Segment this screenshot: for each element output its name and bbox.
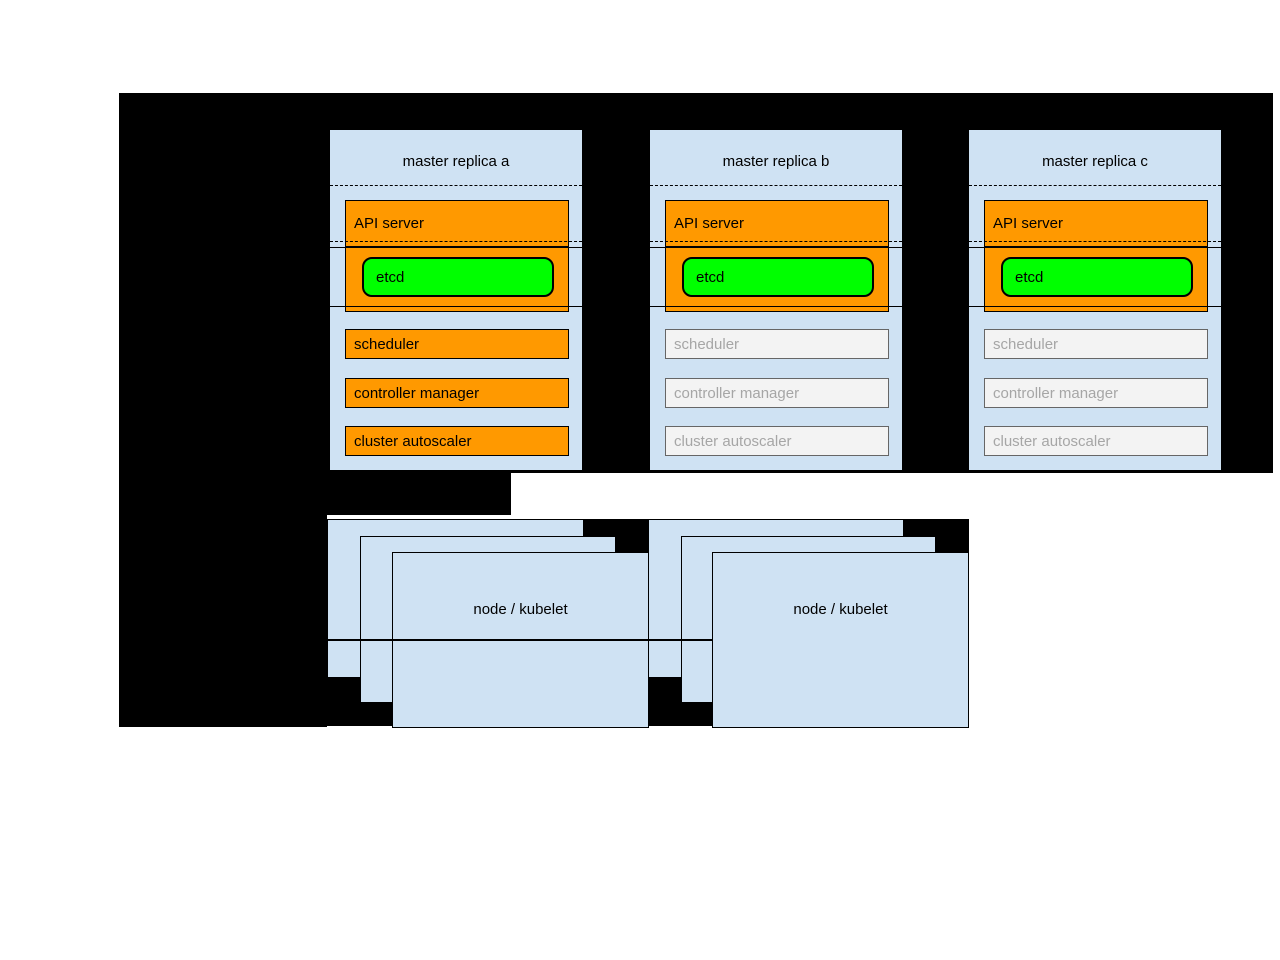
cluster-autoscaler-box: cluster autoscaler — [345, 426, 569, 456]
api-server-box: API server — [665, 200, 889, 247]
controller-manager-box: controller manager — [984, 378, 1208, 408]
replica-title: master replica b — [722, 152, 830, 170]
master-replica-c-box: master replica c API server etcd schedul… — [968, 129, 1222, 471]
replica-title: master replica c — [1042, 152, 1148, 170]
node-label: node / kubelet — [793, 600, 888, 618]
cluster-autoscaler-box: cluster autoscaler — [984, 426, 1208, 456]
dashed-divider — [969, 185, 1221, 186]
solid-divider — [969, 247, 1221, 248]
etcd-container-box: etcd — [665, 246, 889, 312]
etcd-container-box: etcd — [984, 246, 1208, 312]
etcd-box: etcd — [362, 257, 554, 297]
etcd-box: etcd — [1001, 257, 1193, 297]
node-label: node / kubelet — [473, 600, 568, 618]
master-replica-a-box: master replica a API server etcd schedul… — [329, 129, 583, 471]
etcd-box: etcd — [682, 257, 874, 297]
master-replica-b-box: master replica b API server etcd schedul… — [649, 129, 903, 471]
solid-divider — [650, 247, 902, 248]
node-section-divider-line — [327, 639, 712, 641]
controller-manager-box: controller manager — [345, 378, 569, 408]
cluster-autoscaler-box: cluster autoscaler — [665, 426, 889, 456]
api-server-box: API server — [345, 200, 569, 247]
solid-divider — [969, 306, 1221, 307]
black-background-left-column — [119, 473, 327, 727]
dashed-divider — [650, 185, 902, 186]
scheduler-box: scheduler — [984, 329, 1208, 359]
solid-divider — [330, 306, 582, 307]
solid-divider — [330, 247, 582, 248]
dashed-divider — [969, 241, 1221, 242]
solid-divider — [650, 306, 902, 307]
etcd-container-box: etcd — [345, 246, 569, 312]
node-stack-2-front-box: node / kubelet — [712, 552, 969, 728]
api-server-box: API server — [984, 200, 1208, 247]
replica-title: master replica a — [402, 152, 510, 170]
dashed-divider — [330, 185, 582, 186]
dashed-divider — [650, 241, 902, 242]
dashed-divider — [330, 241, 582, 242]
controller-manager-box: controller manager — [665, 378, 889, 408]
scheduler-box: scheduler — [345, 329, 569, 359]
scheduler-box: scheduler — [665, 329, 889, 359]
